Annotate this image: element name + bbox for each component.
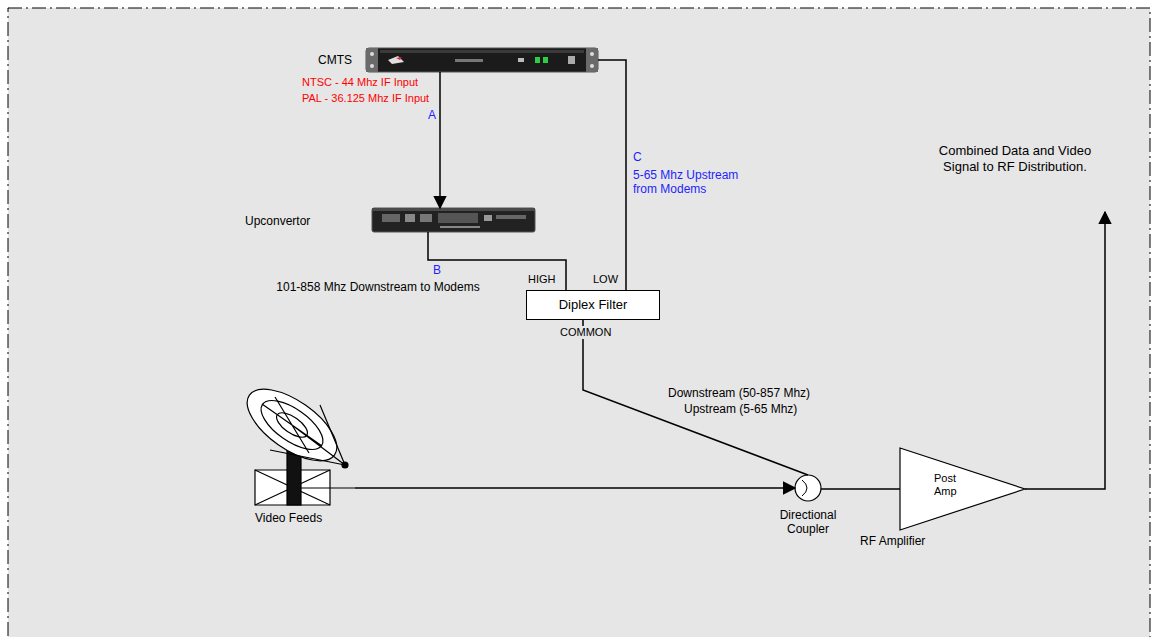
satellite-dish — [236, 376, 355, 505]
node-text: Post Amp — [934, 472, 966, 498]
node-text: RF Amplifier — [860, 534, 925, 548]
if-input-note: PAL - 36.125 Mhz IF Input — [302, 92, 429, 105]
port-name: LOW — [593, 273, 618, 286]
upconvertor-device — [372, 208, 535, 232]
node-text: CMTS — [318, 53, 352, 67]
amplifier-triangle — [900, 448, 1025, 530]
directional-coupler: Directional Coupler — [795, 475, 821, 501]
signal-note: Upstream (5-65 Mhz) — [684, 402, 797, 416]
node-text: Diplex Filter — [559, 297, 628, 313]
signal-line — [439, 72, 441, 208]
signal-line — [355, 487, 795, 489]
output-wire — [1025, 212, 1105, 489]
callout-letter: B — [433, 263, 441, 277]
callout-letter: C — [633, 150, 642, 164]
upconvertor-unit: Upconvertor — [372, 208, 535, 232]
cmts-unit: CMTS — [366, 48, 598, 72]
callout-letter: A — [428, 108, 436, 122]
node-text: Upconvertor — [245, 214, 310, 228]
cmts-device — [366, 48, 598, 72]
if-input-note: NTSC - 44 Mhz IF Input — [302, 76, 418, 89]
signal-note: Downstream (50-857 Mhz) — [668, 386, 810, 400]
signal-note: 101-858 Mhz Downstream to Modems — [272, 280, 484, 294]
video-feed-dish: Video Feeds — [225, 390, 355, 505]
port-name: COMMON — [558, 326, 613, 339]
output-note: Combined Data and Video Signal to RF Dis… — [935, 143, 1095, 174]
diplex-filter-box: Diplex Filter — [526, 290, 660, 320]
rf-amplifier: Post AmpRF Amplifier — [900, 448, 1025, 530]
signal-line — [598, 60, 626, 290]
signal-note: 5-65 Mhz Upstream from Modems — [633, 168, 763, 197]
page-frame — [8, 8, 1150, 637]
node-text: Video Feeds — [255, 511, 322, 525]
port-name: HIGH — [528, 273, 556, 286]
signal-line — [821, 488, 900, 490]
coupler-symbol — [795, 475, 821, 501]
node-text: Directional Coupler — [762, 508, 854, 537]
